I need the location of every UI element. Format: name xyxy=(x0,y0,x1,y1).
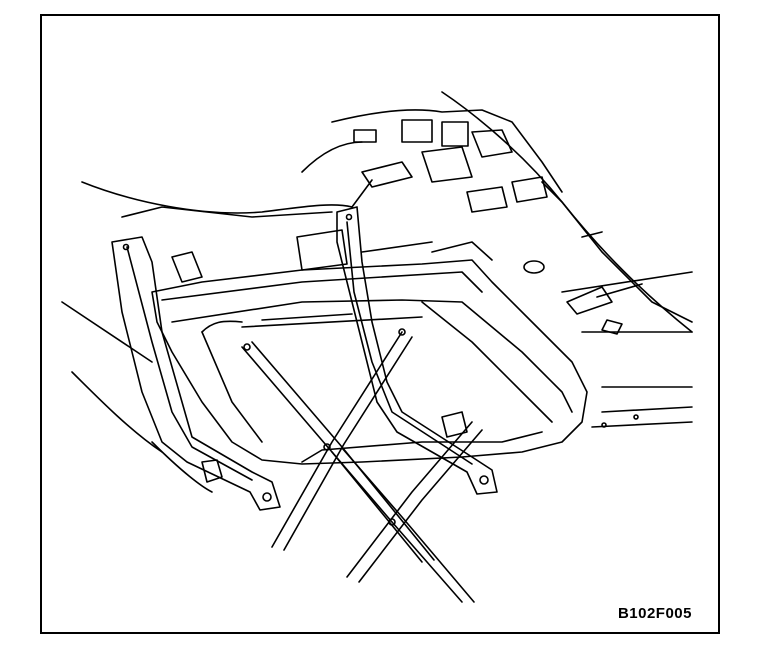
figure-frame: B102F005 xyxy=(40,14,720,634)
right-tank-strap xyxy=(336,161,498,495)
fuel-tank xyxy=(151,229,588,465)
underbody-floor xyxy=(61,91,693,493)
figure-code-label: B102F005 xyxy=(617,605,692,622)
support-stands xyxy=(241,328,483,603)
fuel-tank-strap-illustration xyxy=(61,91,693,603)
left-tank-strap xyxy=(111,236,281,511)
